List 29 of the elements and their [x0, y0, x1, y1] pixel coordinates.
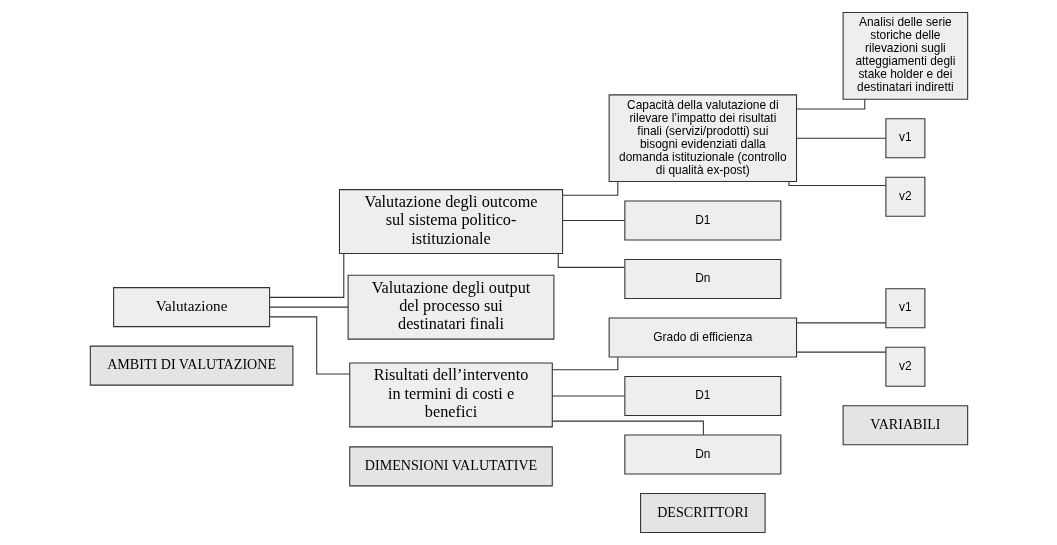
node-box: v1: [884, 288, 925, 329]
node-box: D1: [623, 200, 781, 241]
node-box: D1: [623, 375, 781, 416]
connector: [795, 322, 886, 324]
node-box: Valutazione: [112, 287, 270, 328]
connector: [795, 351, 886, 353]
node-box: AMBITI DI VALUTAZIONE: [89, 345, 293, 386]
connector: [795, 98, 865, 110]
node-box: v1: [884, 118, 925, 159]
node-box: Grado di efficienza: [608, 317, 797, 358]
connector: [551, 395, 625, 397]
node-box: Capacità della valutazione di rilevare l’impatto dei risultati finali (servizi/prodotti) sui bisogni evidenziati dalla domanda istituzionale (controllo di qualità ex-post): [608, 94, 797, 183]
connector: [795, 137, 886, 139]
connector: [268, 316, 350, 375]
node-box: DESCRITTORI: [639, 492, 766, 533]
node-box: Dn: [623, 434, 781, 475]
connector: [787, 181, 886, 187]
node-box: VARIABILI: [842, 405, 968, 446]
node-box: DIMENSIONI VALUTATIVE: [348, 446, 553, 487]
connector: [561, 219, 625, 222]
node-box: Risultati dell’intervento in termini di costi e benefici: [348, 362, 553, 428]
node-box: Analisi delle serie storiche delle rilevazioni sugli atteggiamenti degli stake holder e dei destinatari indiretti: [842, 12, 968, 100]
connector: [268, 306, 349, 308]
node-box: Valutazione degli output del processo sui destinatari finali: [347, 274, 554, 340]
node-box: Dn: [623, 258, 781, 300]
connector: [268, 253, 344, 298]
node-box: Valutazione degli outcome sul sistema politico-istituzionale: [338, 189, 563, 255]
node-box: v2: [884, 176, 925, 217]
node-box: v2: [884, 346, 925, 387]
